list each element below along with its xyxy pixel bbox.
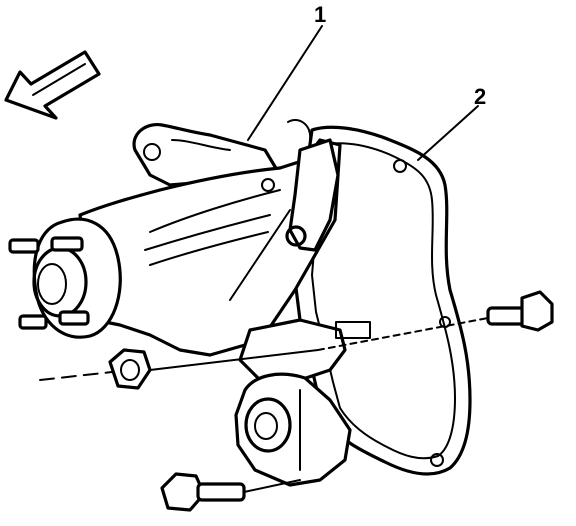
gasket-bolt-hole [439,316,451,328]
callout-1-label: 1 [314,2,326,27]
gasket-bolt-hole [393,159,407,173]
bolt-bottom [160,472,246,512]
gasket-bolt-hole [430,453,444,467]
arrow-left-down-icon [4,50,101,120]
hub-studs [8,236,90,330]
callout-1-leader [247,25,323,141]
gasket [293,125,472,476]
callout-2-leader [417,105,479,161]
callout-2-label: 2 [474,84,486,109]
alignment-lines [39,317,489,493]
nut [108,348,152,390]
bolt-right [486,290,554,332]
water-pump [8,119,371,487]
